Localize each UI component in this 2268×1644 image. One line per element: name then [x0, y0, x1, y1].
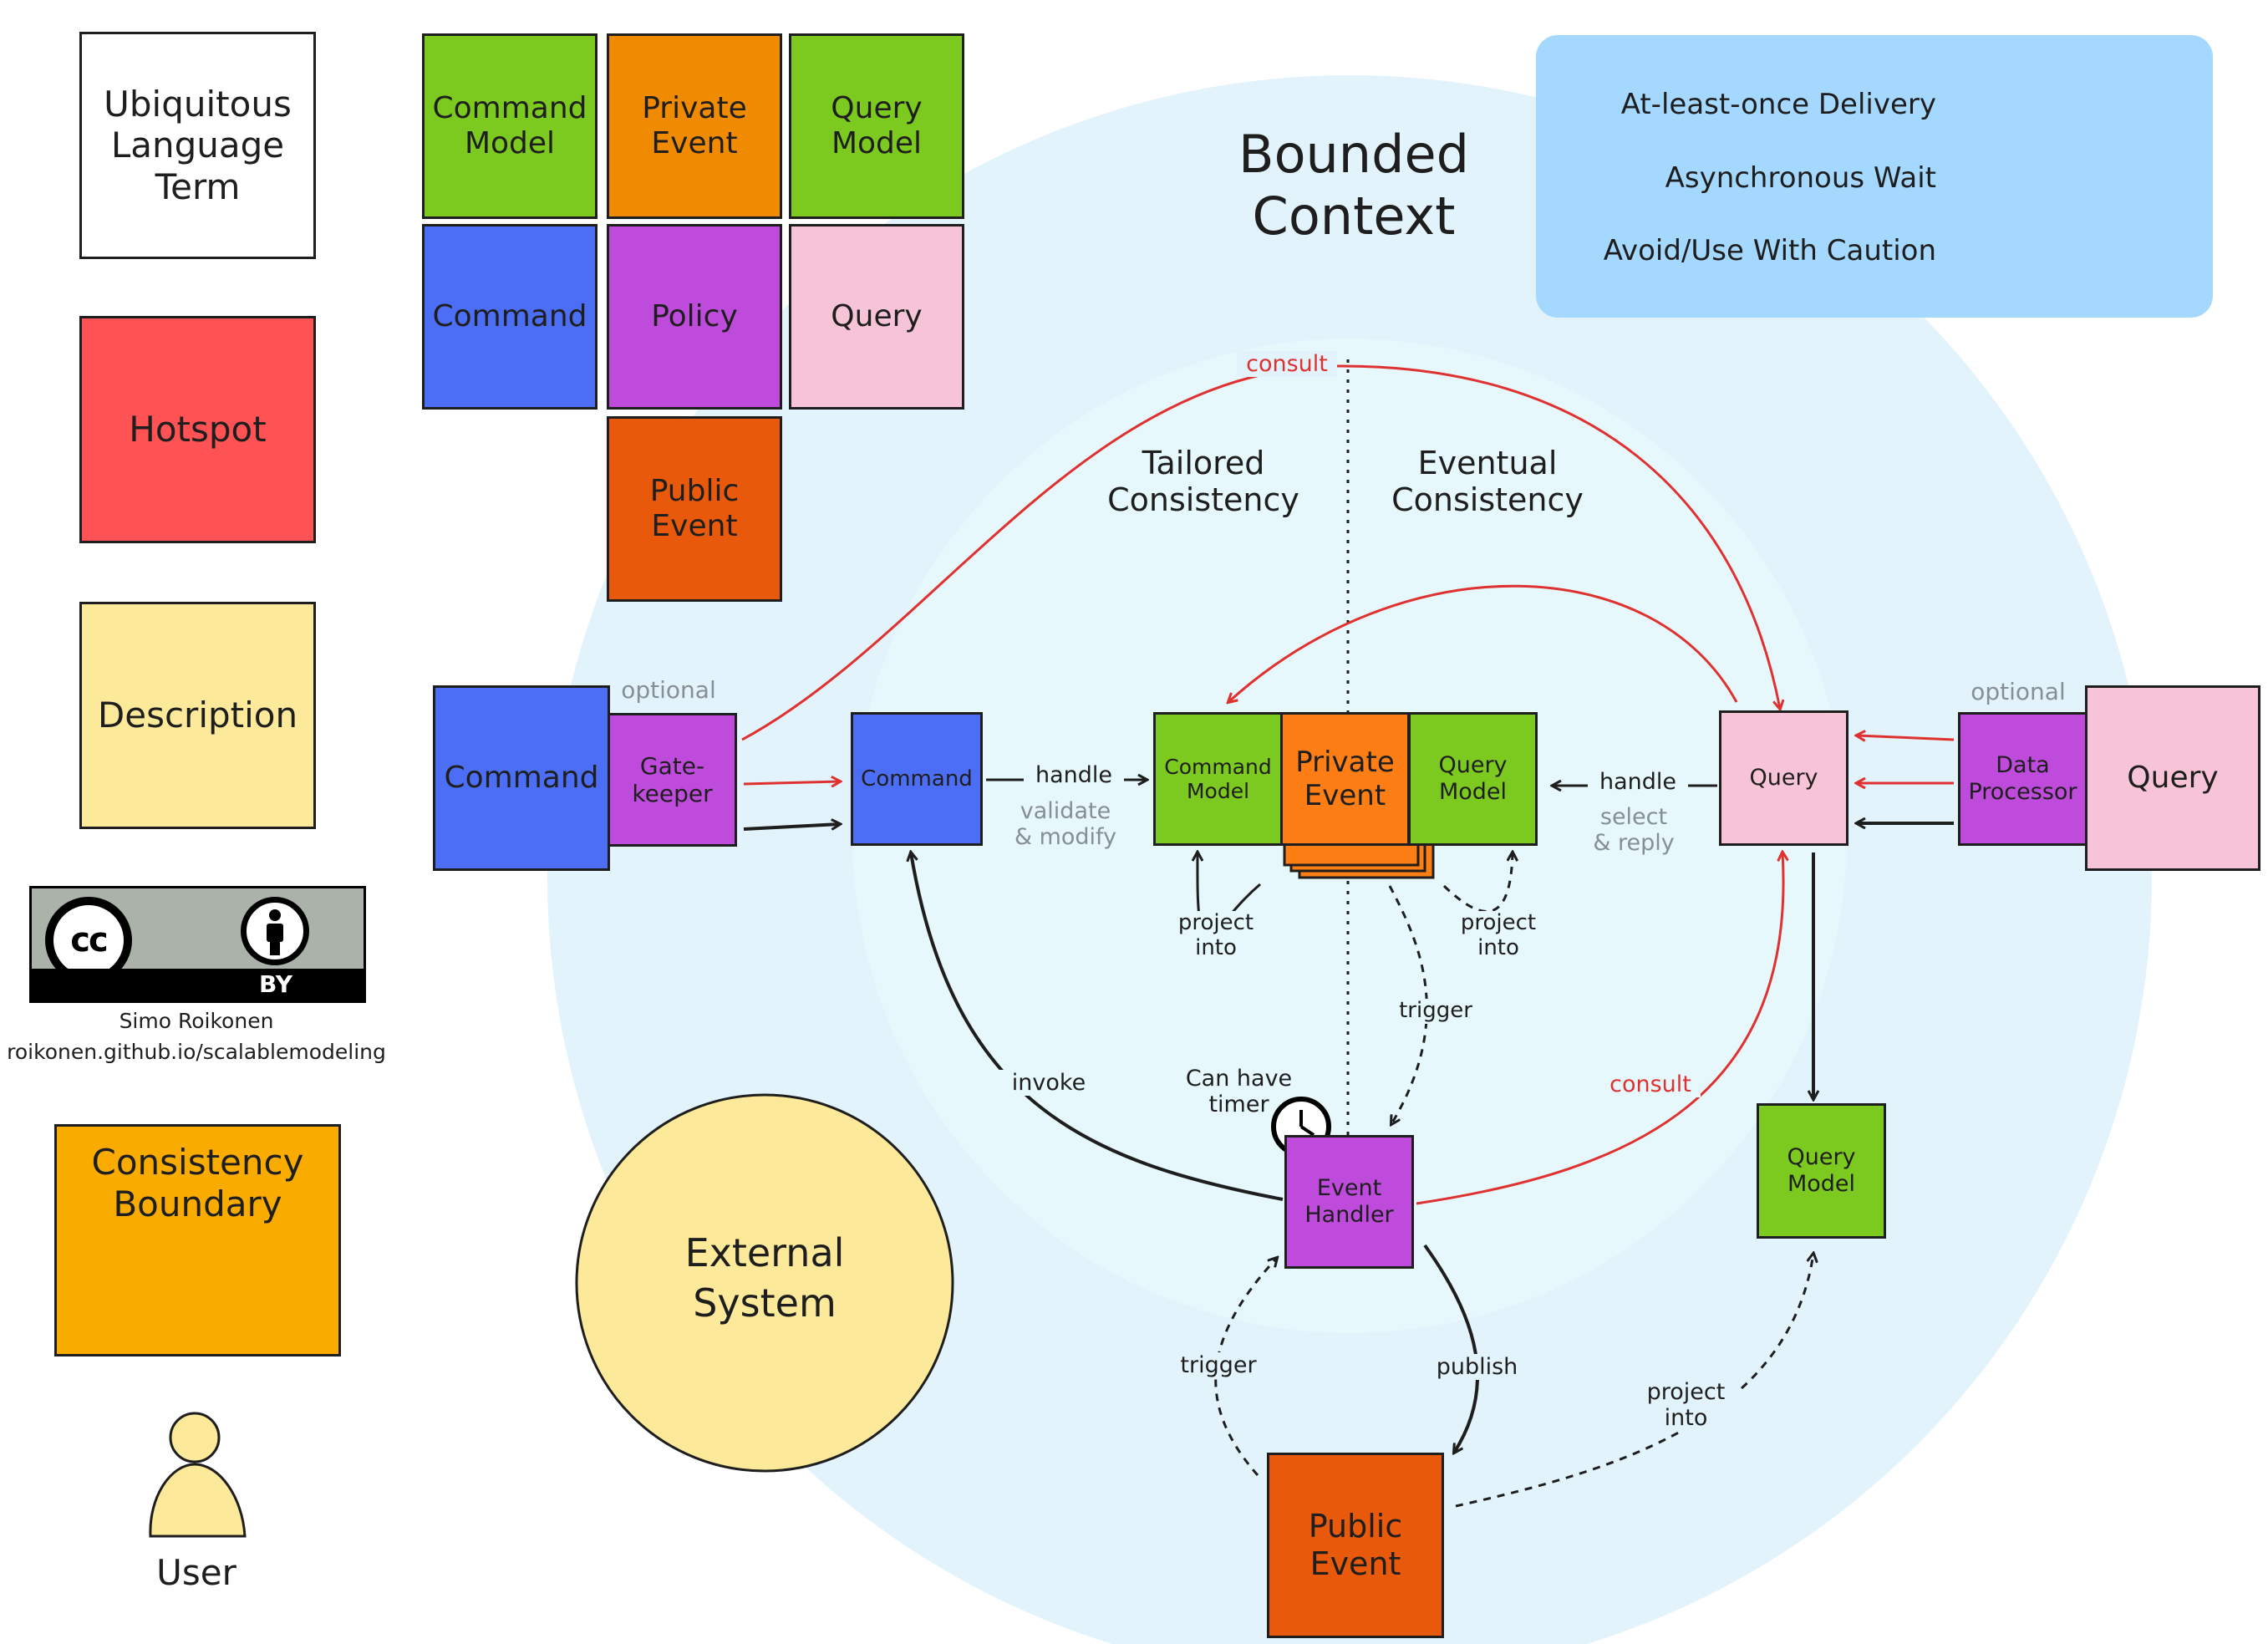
- public-event-note: Public Event: [1267, 1453, 1444, 1638]
- attribution-icon: [241, 897, 309, 965]
- external-system-label: External System: [684, 1230, 845, 1326]
- event-handler-policy-note: Event Handler: [1284, 1135, 1414, 1269]
- invoke-arrow: [911, 853, 1284, 1201]
- command-model-note: Command Model: [1153, 712, 1283, 846]
- cc-by-license-badge: cc BY: [29, 886, 366, 1003]
- user-head: [169, 1412, 221, 1463]
- handle-left-label: handle: [1024, 762, 1124, 789]
- publish-label: publish: [1425, 1354, 1529, 1381]
- external-system-circle: [575, 1093, 954, 1473]
- cc-by-label: BY: [258, 970, 293, 998]
- gatekeeper-policy-note: Gate- keeper: [608, 713, 737, 847]
- publish-arrow: [1423, 1244, 1479, 1453]
- tailored-consistency-label: Tailored Consistency: [1107, 445, 1299, 518]
- eventual-consistency-label: Eventual Consistency: [1391, 445, 1584, 518]
- user-label: User: [156, 1552, 236, 1593]
- trigger-mid-label: trigger: [1386, 998, 1486, 1024]
- gatekeeper-red-arrow: [743, 781, 840, 784]
- cc-by-strip: [32, 969, 364, 1000]
- project-into-right-label: project into: [1448, 910, 1548, 961]
- hotspot-note: Hotspot: [79, 316, 316, 543]
- query-model-lower-note: Query Model: [1757, 1103, 1886, 1239]
- legend-async-wait-label: Asynchronous Wait: [1665, 161, 1936, 195]
- palette-query-model: Query Model: [789, 33, 964, 219]
- private-event-note: Private Event: [1280, 712, 1410, 846]
- palette-public-event: Public Event: [607, 416, 782, 602]
- project-into-right-arrow: [1442, 853, 1513, 913]
- palette-policy: Policy: [607, 224, 782, 410]
- palette-private-event: Private Event: [607, 33, 782, 219]
- bounded-context-title: Bounded Context: [1238, 124, 1469, 247]
- optional-left-label: optional: [621, 676, 716, 704]
- license-url[interactable]: roikonen.github.io/scalablemodeling: [7, 1040, 386, 1064]
- command-outer-note: Command: [433, 685, 610, 871]
- gatekeeper-black-arrow: [743, 824, 840, 831]
- user-body: [149, 1463, 247, 1538]
- palette-command: Command: [422, 224, 598, 410]
- legend-avoid-caution-label: Avoid/Use With Caution: [1603, 234, 1936, 267]
- validate-modify-label: validate & modify: [1014, 798, 1117, 851]
- command-inner-note: Command: [851, 712, 983, 846]
- license-author: Simo Roikonen: [119, 1009, 274, 1033]
- arrow-legend-panel: [1536, 35, 2213, 318]
- can-have-timer-label: Can have timer: [1185, 1066, 1293, 1118]
- ubiquitous-language-term-note: Ubiquitous Language Term: [79, 32, 316, 259]
- select-reply-label: select & reply: [1593, 804, 1675, 857]
- project-into-bottom-label: project into: [1634, 1379, 1738, 1432]
- consult-bottom-label: consult: [1600, 1071, 1701, 1098]
- query-outer-note: Query: [2085, 685, 2260, 871]
- consistency-boundary-note: Consistency Boundary: [54, 1124, 341, 1356]
- palette-query: Query: [789, 224, 964, 410]
- consult-top-label: consult: [1237, 351, 1337, 378]
- handle-right-label: handle: [1588, 769, 1688, 796]
- clock-hand-minute: [1299, 1125, 1315, 1137]
- description-note: Description: [79, 602, 316, 829]
- project-into-left-label: project into: [1166, 910, 1266, 961]
- query-model-center-note: Query Model: [1408, 712, 1538, 846]
- query-inner-note: Query: [1719, 710, 1848, 846]
- consult-bottom-arrow: [1416, 853, 1783, 1205]
- data-processor-red-arrow-1: [1857, 735, 1955, 740]
- trigger-bottom-label: trigger: [1168, 1352, 1269, 1379]
- invoke-label: invoke: [999, 1070, 1099, 1097]
- palette-command-model: Command Model: [422, 33, 598, 219]
- optional-right-label: optional: [1971, 678, 2066, 705]
- data-processor-policy-note: Data Processor: [1958, 712, 2087, 846]
- legend-at-least-once-label: At-least-once Delivery: [1620, 88, 1936, 121]
- query-to-command-model-arrow: [1228, 584, 1738, 702]
